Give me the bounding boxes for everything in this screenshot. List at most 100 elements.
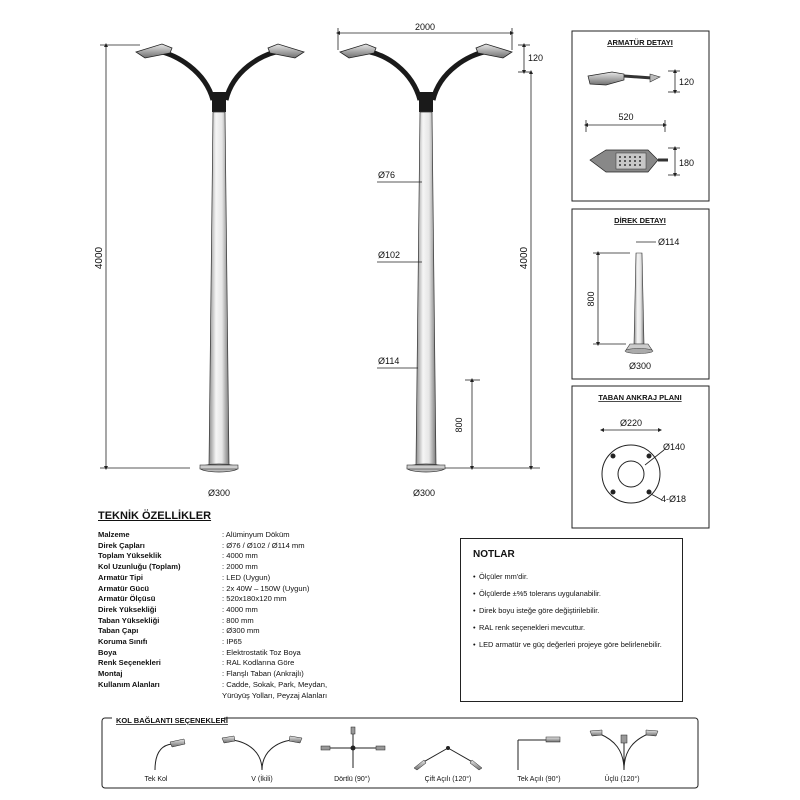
single-angle-arm-icon <box>517 736 561 770</box>
left-base-label: Ø300 <box>208 488 230 498</box>
specs-title: TEKNİK ÖZELLİKLER <box>98 510 212 522</box>
arm-option-label-3: Çift Açılı (120°) <box>425 775 472 783</box>
spec-value: : IP65 <box>222 637 242 647</box>
spec-key: Renk Seçenekleri <box>98 658 161 668</box>
tech-specs-table: TEKNİK ÖZELLİKLER Malzeme : Alüminyum Dök… <box>98 510 458 701</box>
arm-option-label-0: Tek Kol <box>145 776 168 783</box>
spec-key: Armatür Tipi <box>98 572 144 582</box>
double-angle-arm-icon <box>413 746 483 771</box>
arm-option-label-1: V (İkili) <box>251 774 272 783</box>
spec-row: Kullanım Alanları : Cadde, Sokak, Park, M… <box>98 680 458 691</box>
right-height-label: 4000 <box>519 246 530 269</box>
arm-height-label: 120 <box>528 53 543 63</box>
spec-key: Kol Uzunluğu (Toplam) <box>98 562 181 572</box>
spec-key: Taban Yüksekliği <box>98 615 160 625</box>
fixture-width-label: 180 <box>679 158 694 168</box>
spec-value: : Elektrostatik Toz Boya <box>222 647 301 657</box>
anchor-plan-title: TABAN ANKRAJ PLANI <box>598 393 681 402</box>
single-arm-icon <box>154 738 186 771</box>
triple-arm-icon <box>589 729 659 771</box>
fixture-detail-title: ARMATÜR DETAYI <box>607 38 673 47</box>
pole-top-diameter: Ø114 <box>658 237 679 247</box>
notes-title: NOTLAR <box>473 549 515 560</box>
spec-value: : Cadde, Sokak, Park, Meydan, <box>222 679 328 689</box>
spec-row: Yürüyüş Yolları, Peyzaj Alanları <box>98 691 458 702</box>
pole-height-label: 800 <box>586 291 596 306</box>
d114-label: Ø114 <box>378 356 399 366</box>
fixture-length-label: 520 <box>618 112 633 122</box>
notes-list: Ölçüler mm'dir. Ölçülerde ±%5 tolerans uy… <box>473 572 670 650</box>
right-base-label: Ø300 <box>413 488 435 498</box>
pole-base-diameter: Ø300 <box>629 361 651 371</box>
spec-row: Kol Uzunluğu (Toplam) : 2000 mm <box>98 562 458 573</box>
spec-value: : Ø76 / Ø102 / Ø114 mm <box>222 540 305 550</box>
right-pole-drawing: 2000 120 Ø76 Ø102 Ø114 4000 800 Ø300 <box>336 22 543 498</box>
spec-row: Boya : Elektrostatik Toz Boya <box>98 648 458 659</box>
anchor-bolt-circle-label: Ø220 <box>620 418 642 428</box>
spec-row: Direk Yüksekliği : 4000 mm <box>98 605 458 616</box>
width-label: 2000 <box>415 22 435 32</box>
arm-option-label-2: Dörtlü (90°) <box>334 775 370 783</box>
fixture-detail-panel: ARMATÜR DETAYI 120 520 <box>571 30 710 202</box>
spec-value: : 520x180x120 mm <box>222 594 287 604</box>
arm-options-panel: KOL BAĞLANTI SEÇENEKLERİ Tek Kol V (İkil… <box>101 713 699 789</box>
spec-value: : 4000 mm <box>222 604 258 614</box>
spec-key: Boya <box>98 647 117 657</box>
spec-row: Armatür Ölçüsü : 520x180x120 mm <box>98 594 458 605</box>
anchor-plate-icon <box>601 444 661 504</box>
pole-base-icon <box>624 252 654 354</box>
spec-row: Renk Seçenekleri : RAL Kodlarına Göre <box>98 658 458 669</box>
spec-key: Koruma Sınıfı <box>98 637 148 647</box>
spec-row: Direk Çapları : Ø76 / Ø102 / Ø114 mm <box>98 541 458 552</box>
arm-options-title: KOL BAĞLANTI SEÇENEKLERİ <box>116 716 228 725</box>
spec-key: Montaj <box>98 669 123 679</box>
spec-key: Armatür Ölçüsü <box>98 594 156 604</box>
spec-key: Direk Yüksekliği <box>98 604 157 614</box>
note-item: Ölçüler mm'dir. <box>473 572 670 582</box>
spec-value: : 2x 40W – 150W (Uygun) <box>222 583 310 593</box>
double-v-arm-icon <box>221 735 303 771</box>
spec-key: Direk Çapları <box>98 540 145 550</box>
spec-value: : RAL Kodlarına Göre <box>222 658 295 668</box>
fixture-height-label: 120 <box>679 77 694 87</box>
note-item: Direk boyu isteğe göre değiştirilebilir. <box>473 606 670 616</box>
spec-value: : 2000 mm <box>222 562 258 572</box>
spec-row: Montaj : Flanşlı Taban (Ankrajlı) <box>98 669 458 680</box>
quad-arm-icon <box>320 726 386 768</box>
spec-key: Kullanım Alanları <box>98 679 160 689</box>
arm-option-label-5: Üçlü (120°) <box>604 775 639 783</box>
spec-row: Armatür Tipi: LED (Uygun) <box>98 573 458 584</box>
notes-panel: NOTLAR Ölçüler mm'dir. Ölçülerde ±%5 tole… <box>460 538 683 702</box>
spec-row: Taban Yüksekliği : 800 mm <box>98 616 458 627</box>
spec-key: Taban Çapı <box>98 626 139 636</box>
spec-value: : Ø300 mm <box>222 626 260 636</box>
spec-value: : Flanşlı Taban (Ankrajlı) <box>222 669 304 679</box>
d76-label: Ø76 <box>378 170 395 180</box>
anchor-holes-label: 4-Ø18 <box>661 494 686 504</box>
left-height-label: 4000 <box>94 246 105 269</box>
anchor-inner-circle-label: Ø140 <box>663 442 685 452</box>
spec-row: Armatür Gücü : 2x 40W – 150W (Uygun) <box>98 584 458 595</box>
spec-key: Malzeme <box>98 530 130 539</box>
spec-key: Armatür Gücü <box>98 583 150 593</box>
spec-value: : 4000 mm <box>222 551 258 561</box>
fixture-side-icon <box>587 71 661 86</box>
spec-row: Toplam Yükseklik : 4000 mm <box>98 551 458 562</box>
spec-row: Malzeme : Alüminyum Döküm <box>98 530 458 541</box>
spec-value: : 800 mm <box>222 615 254 625</box>
arm-option-label-4: Tek Açılı (90°) <box>517 775 560 783</box>
spec-key <box>98 691 222 702</box>
spec-row: Koruma Sınıfı : IP65 <box>98 637 458 648</box>
note-item: Ölçülerde ±%5 tolerans uygulanabilir. <box>473 589 670 599</box>
left-pole-drawing: 4000 Ø300 <box>94 43 305 498</box>
fixture-top-icon <box>589 149 668 173</box>
spec-row: Taban Çapı : Ø300 mm <box>98 626 458 637</box>
spec-value: : Alüminyum Döküm <box>222 530 290 539</box>
spec-key: Toplam Yükseklik <box>98 551 162 561</box>
anchor-plan-panel: TABAN ANKRAJ PLANI Ø220 Ø140 4-Ø18 <box>571 385 710 529</box>
base-height-label: 800 <box>454 417 464 432</box>
note-item: LED armatür ve güç değerleri projeye gör… <box>473 640 670 650</box>
pole-detail-panel: DİREK DETAYI Ø114 800 Ø300 <box>571 208 710 380</box>
